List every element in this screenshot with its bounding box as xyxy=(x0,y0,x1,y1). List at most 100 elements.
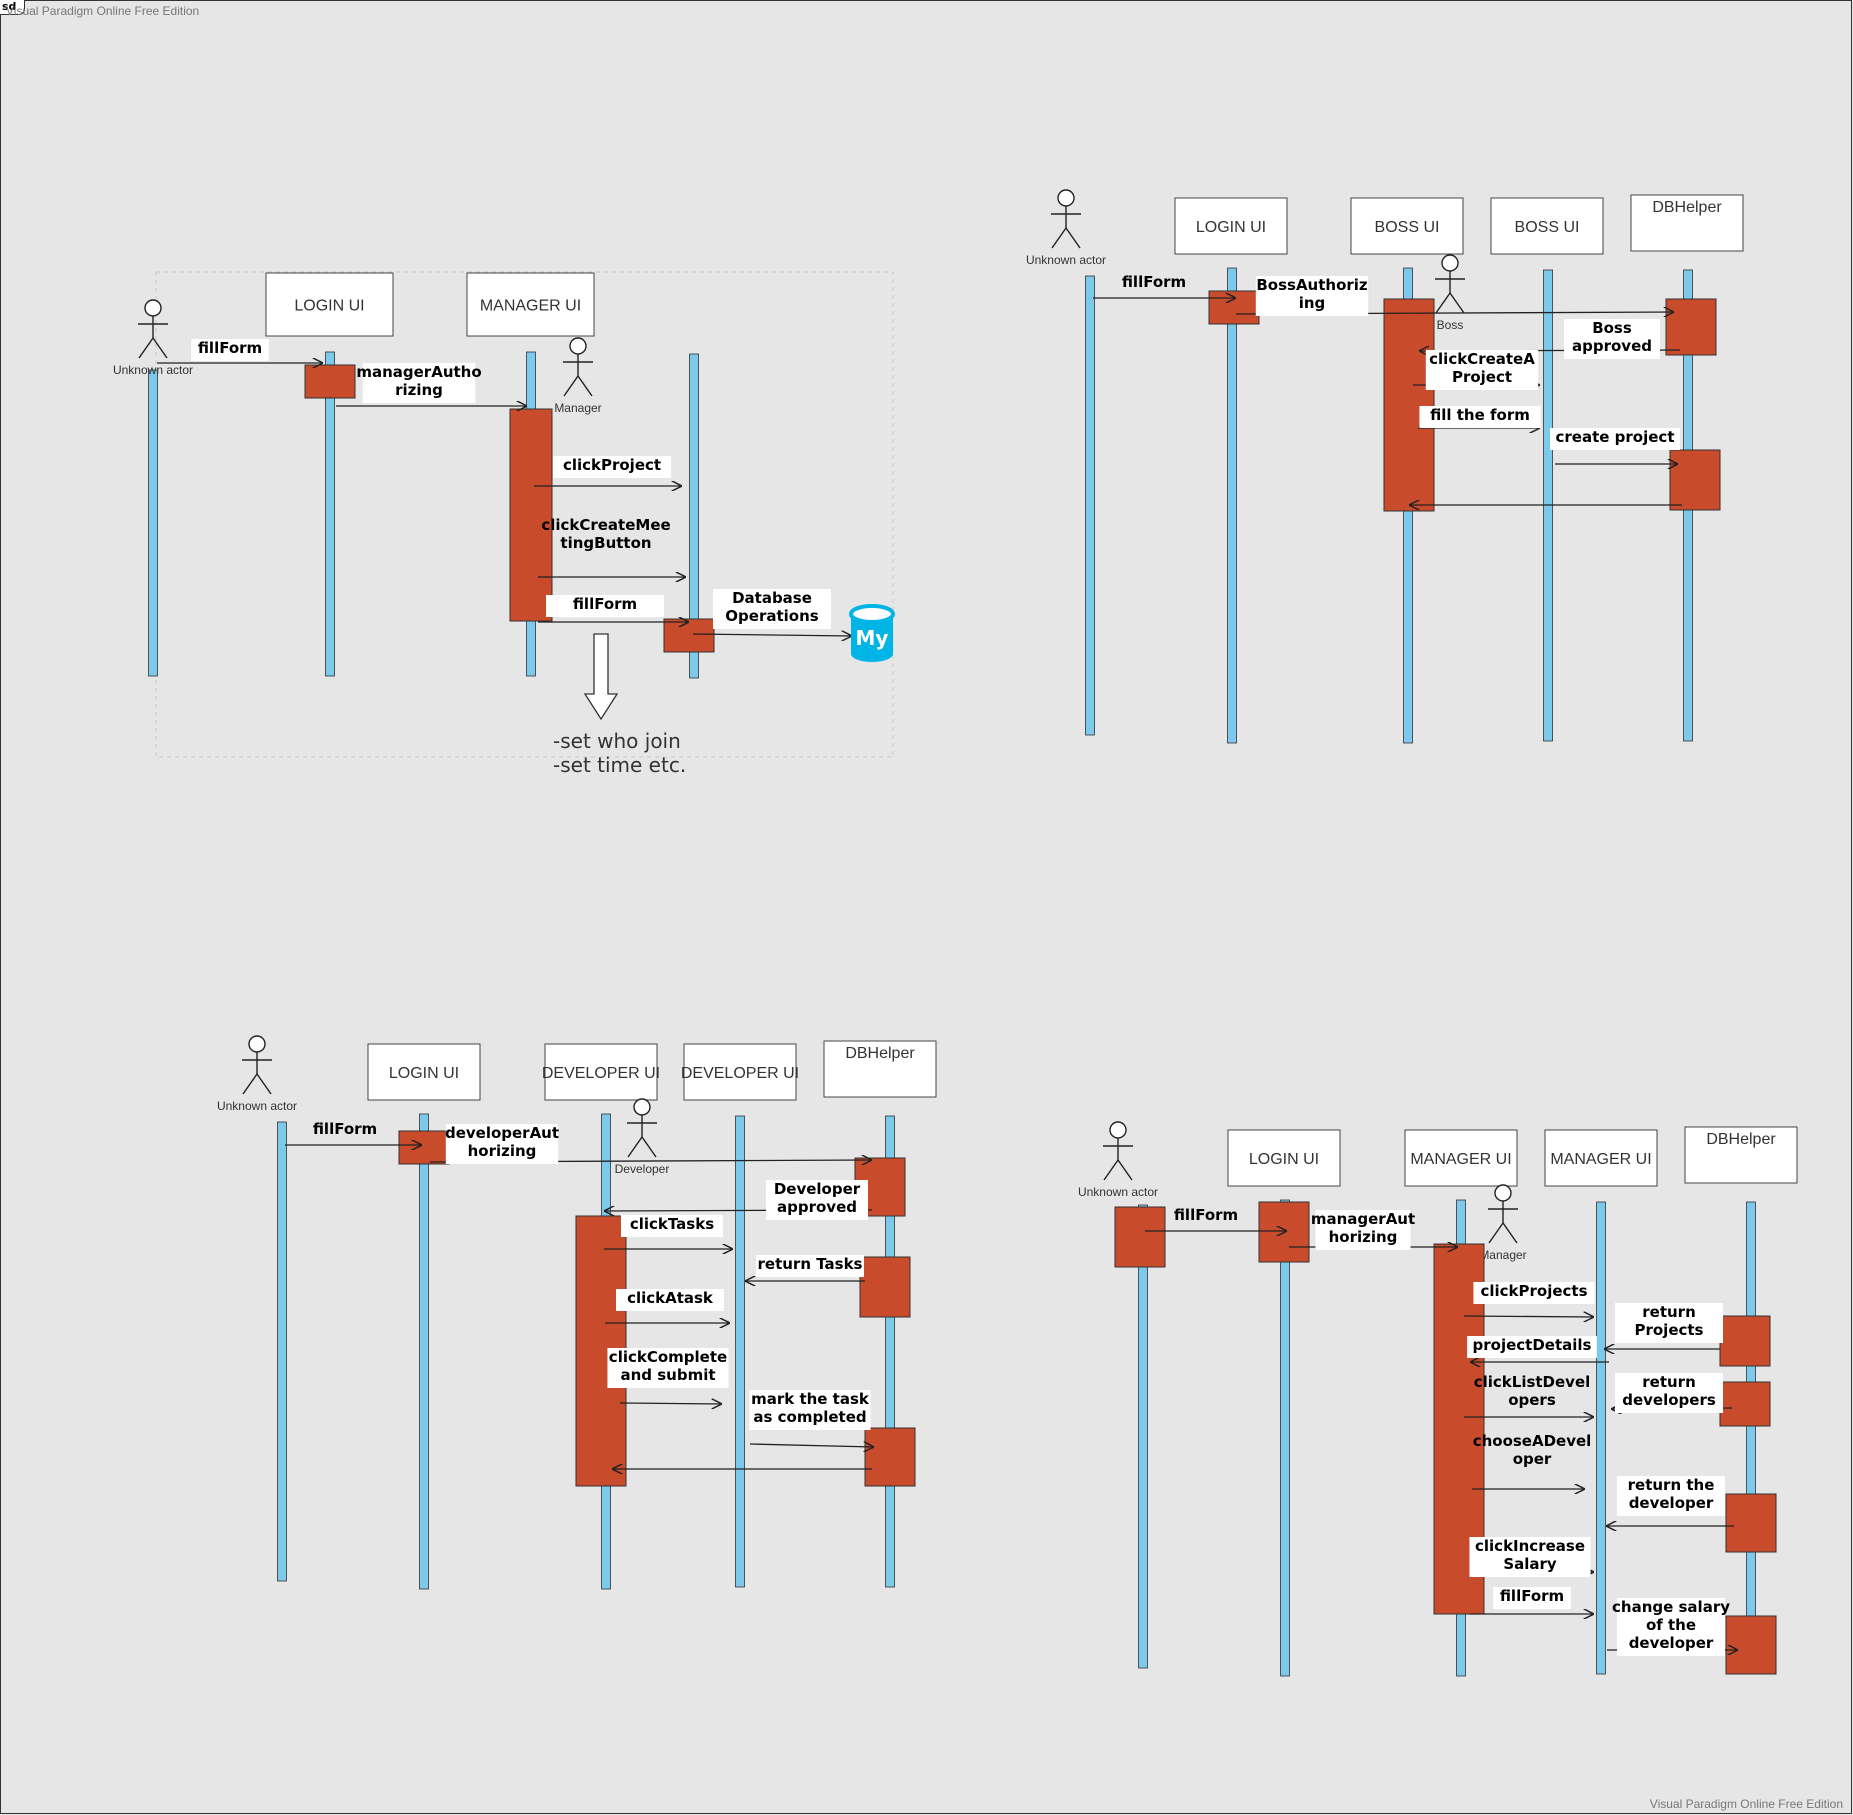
d4-label-fillform2-text: fillForm xyxy=(1500,1587,1564,1605)
d4-label-clickprojects-text: clickProjects xyxy=(1480,1282,1587,1300)
d1-box-login-ui xyxy=(265,272,394,337)
d2-label-createproject: create project xyxy=(1550,428,1680,450)
d3-msg-complete xyxy=(619,1403,722,1404)
d2-activation-login xyxy=(1208,290,1260,325)
d3-actor-unknown-label: Unknown actor xyxy=(217,1099,297,1113)
d3-activation-login xyxy=(398,1130,450,1165)
d3-label-clickatask-bg xyxy=(616,1289,724,1311)
d3-box-developer-ui-2-label: DEVELOPER UI xyxy=(681,1065,799,1082)
d1-activation-login xyxy=(304,364,356,399)
d3-box-login-ui-label: LOGIN UI xyxy=(389,1065,459,1082)
d2-box-boss-ui-2-label: BOSS UI xyxy=(1515,219,1580,236)
d2-label-fill-the-form-text: fill the form xyxy=(1430,406,1530,424)
d1-label-clickproject-bg xyxy=(553,456,671,478)
d2-actor-boss-head xyxy=(1441,254,1459,272)
d4-activation-db-3 xyxy=(1725,1493,1777,1553)
db-text: My xyxy=(856,626,889,650)
d2-actor-unknown-leg-right xyxy=(1065,227,1081,249)
d3-label-fillform-text: fillForm xyxy=(313,1120,377,1138)
db-body xyxy=(851,614,893,662)
d3-actor-unknown xyxy=(242,1035,272,1095)
d1-activation-target xyxy=(663,618,715,653)
d1-actor-manager-label: Manager xyxy=(554,401,601,415)
d1-label-clickproject: clickProject xyxy=(553,456,671,478)
d2-label-authorizing-bg xyxy=(1255,276,1369,316)
d1-box-manager-ui xyxy=(466,272,595,337)
d2-box-boss-ui xyxy=(1350,197,1464,255)
d4-box-manager-ui-2-label: MANAGER UI xyxy=(1550,1151,1651,1168)
d3-actor-developer xyxy=(627,1098,657,1158)
d4-box-login-ui xyxy=(1227,1129,1341,1187)
d2-actor-unknown xyxy=(1051,189,1081,249)
d2-activation-boss xyxy=(1383,298,1435,512)
d4-actor-unknown-leg-left xyxy=(1103,1159,1119,1181)
d4-actor-manager xyxy=(1488,1184,1518,1244)
d4-actor-manager-label: Manager xyxy=(1479,1248,1526,1262)
d1-label-fillform-text: fillForm xyxy=(198,339,262,357)
d1-label-dbops-bg xyxy=(713,589,831,629)
d2-label-createproject-text: create project xyxy=(1556,428,1675,446)
d1-label-clickproject-text: clickProject xyxy=(563,456,661,474)
d1-actor-unknown-head xyxy=(144,299,162,317)
d3-actor-unknown-leg-right xyxy=(256,1073,272,1095)
d1-actor-manager xyxy=(563,337,593,397)
d3-actor-developer-label: Developer xyxy=(615,1162,670,1176)
d2-label-approved-bg xyxy=(1564,319,1660,359)
d1-actor-unknown xyxy=(138,299,168,359)
d4-label-clickprojects-bg xyxy=(1473,1282,1595,1304)
d4-label-projectdetails-bg xyxy=(1467,1336,1597,1358)
d2-actor-boss-leg-left xyxy=(1435,292,1451,314)
d2-label-fillform: fillForm xyxy=(1122,273,1186,291)
d4-lifeline-manager-2 xyxy=(1596,1201,1606,1675)
d4-box-manager-ui-label: MANAGER UI xyxy=(1410,1151,1511,1168)
d4-box-login-ui-label: LOGIN UI xyxy=(1249,1151,1319,1168)
d2-actor-boss-leg-right xyxy=(1449,292,1465,314)
d4-box-manager-ui-2 xyxy=(1544,1129,1658,1187)
d1-msg-dbops xyxy=(692,634,852,636)
d3-box-dbhelper xyxy=(823,1040,937,1098)
d4-activation-db-4 xyxy=(1725,1615,1777,1675)
d4-msg-clickprojects xyxy=(1463,1316,1594,1317)
db-top xyxy=(849,604,895,624)
d3-label-clickatask-text: clickAtask xyxy=(627,1289,714,1307)
d1-label-fillform2-bg xyxy=(546,595,664,617)
d4-actor-manager-leg-right xyxy=(1502,1222,1518,1244)
d2-lifeline-login xyxy=(1227,267,1237,744)
d3-actor-developer-leg-left xyxy=(627,1136,643,1158)
d3-label-returntasks-text: return Tasks xyxy=(758,1255,863,1273)
d4-actor-unknown-leg-right xyxy=(1117,1159,1133,1181)
d2-label-fillform-text: fillForm xyxy=(1122,273,1186,291)
d1-actor-manager-leg-left xyxy=(563,375,579,397)
d2-activation-db-1 xyxy=(1665,298,1717,356)
d1-activation-manager xyxy=(509,408,553,622)
d1-actor-manager-leg-right xyxy=(577,375,593,397)
d3-label-clicktasks-bg xyxy=(621,1215,723,1237)
d2-lifeline-actor xyxy=(1085,275,1095,736)
d4-label-changesalary-bg xyxy=(1617,1598,1725,1656)
d1-lifeline-actor xyxy=(148,369,158,677)
d4-label-clickprojects: clickProjects xyxy=(1473,1282,1595,1304)
d3-activation-db-3 xyxy=(864,1427,916,1487)
d2-box-dbhelper-label: DBHelper xyxy=(1652,199,1722,216)
d3-label-returntasks: return Tasks xyxy=(756,1255,864,1277)
